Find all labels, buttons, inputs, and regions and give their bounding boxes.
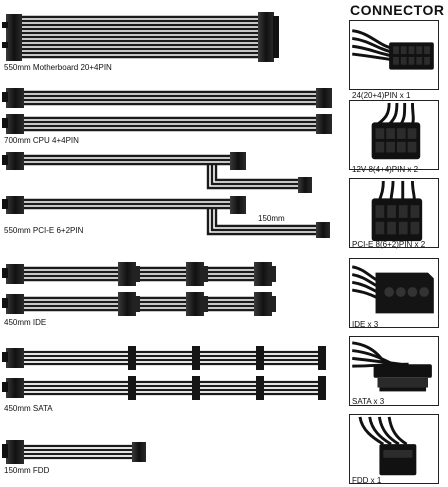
atx-24pin-connector-icon [349, 20, 439, 90]
connector-caption-eps: 12V 8(4+4)PIN x 2 [352, 165, 419, 174]
ide-cable [2, 262, 276, 316]
molex-connector-icon [349, 258, 439, 328]
sata-cable [2, 346, 326, 400]
sata-connector-icon [349, 336, 439, 406]
cable-label-fdd: 150mm FDD [4, 466, 50, 475]
connector-caption-atx: 24(20+4)PIN x 1 [352, 91, 411, 100]
cable-label-motherboard: 550mm Motherboard 20+4PIN [4, 63, 112, 72]
connector-caption-fdd: FDD x 1 [352, 476, 382, 485]
pcie-8pin-connector-icon [349, 178, 439, 248]
cable-label-cpu: 700mm CPU 4+4PIN [4, 136, 79, 145]
fdd-connector-icon [349, 414, 439, 484]
eps-8pin-connector-icon [349, 100, 439, 170]
cable-label-pcie-branch: 150mm [258, 214, 285, 223]
cable-label-pcie: 550mm PCI-E 6+2PIN [4, 226, 84, 235]
connector-caption-pcie: PCI-E 8(6+2)PIN x 2 [352, 240, 426, 249]
pcie-cable [2, 152, 330, 238]
connector-caption-ide: IDE x 3 [352, 320, 379, 329]
connector-caption-sata: SATA x 3 [352, 397, 385, 406]
fdd-cable [2, 440, 146, 464]
cable-illustration [2, 12, 332, 464]
cable-label-ide: 450mm IDE [4, 318, 47, 327]
mb-plug-left [6, 14, 22, 61]
cable-label-sata: 450mm SATA [4, 404, 53, 413]
connector-heading: CONNECTOR [350, 2, 445, 18]
motherboard-cable [2, 12, 279, 62]
mb-plug-right [258, 12, 274, 62]
cpu-cable [2, 88, 332, 134]
